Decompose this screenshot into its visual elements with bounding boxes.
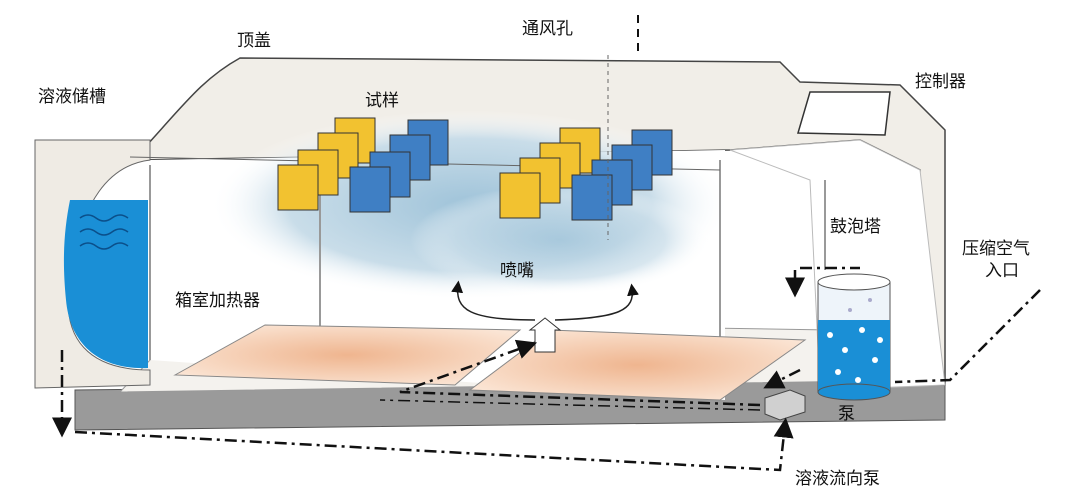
label-controller: 控制器	[915, 72, 966, 92]
test-samples	[277, 117, 673, 221]
label-samples: 试样	[365, 91, 399, 111]
label-compressed-air-2: 入口	[985, 261, 1019, 281]
nozzle-icon	[528, 317, 562, 353]
label-solution-flow: 溶液流向泵	[795, 469, 880, 489]
label-vent: 通风孔	[522, 19, 573, 39]
spray-arrow-left	[451, 280, 536, 321]
label-chamber-heater: 箱室加热器	[175, 291, 260, 311]
controller-panel	[797, 91, 891, 136]
salt-fog-cloud-lower	[410, 185, 710, 295]
heater-plate-left	[173, 324, 522, 386]
label-nozzle: 喷嘴	[500, 261, 534, 281]
label-solution-tank: 溶液储槽	[38, 87, 106, 107]
label-bubble-tower: 鼓泡塔	[830, 217, 881, 237]
bubble-tower	[817, 273, 891, 401]
spray-arrow-right	[554, 283, 639, 321]
water-waves-icon	[79, 214, 129, 250]
tank-water	[63, 200, 149, 369]
label-compressed-air-1: 压缩空气	[962, 239, 1030, 259]
pump-box	[764, 389, 806, 421]
right-wall	[729, 139, 946, 391]
bubbles-icon	[827, 298, 883, 383]
flow-lines	[52, 266, 1041, 472]
label-top-cover: 顶盖	[237, 31, 271, 51]
label-pump: 泵	[838, 404, 855, 424]
